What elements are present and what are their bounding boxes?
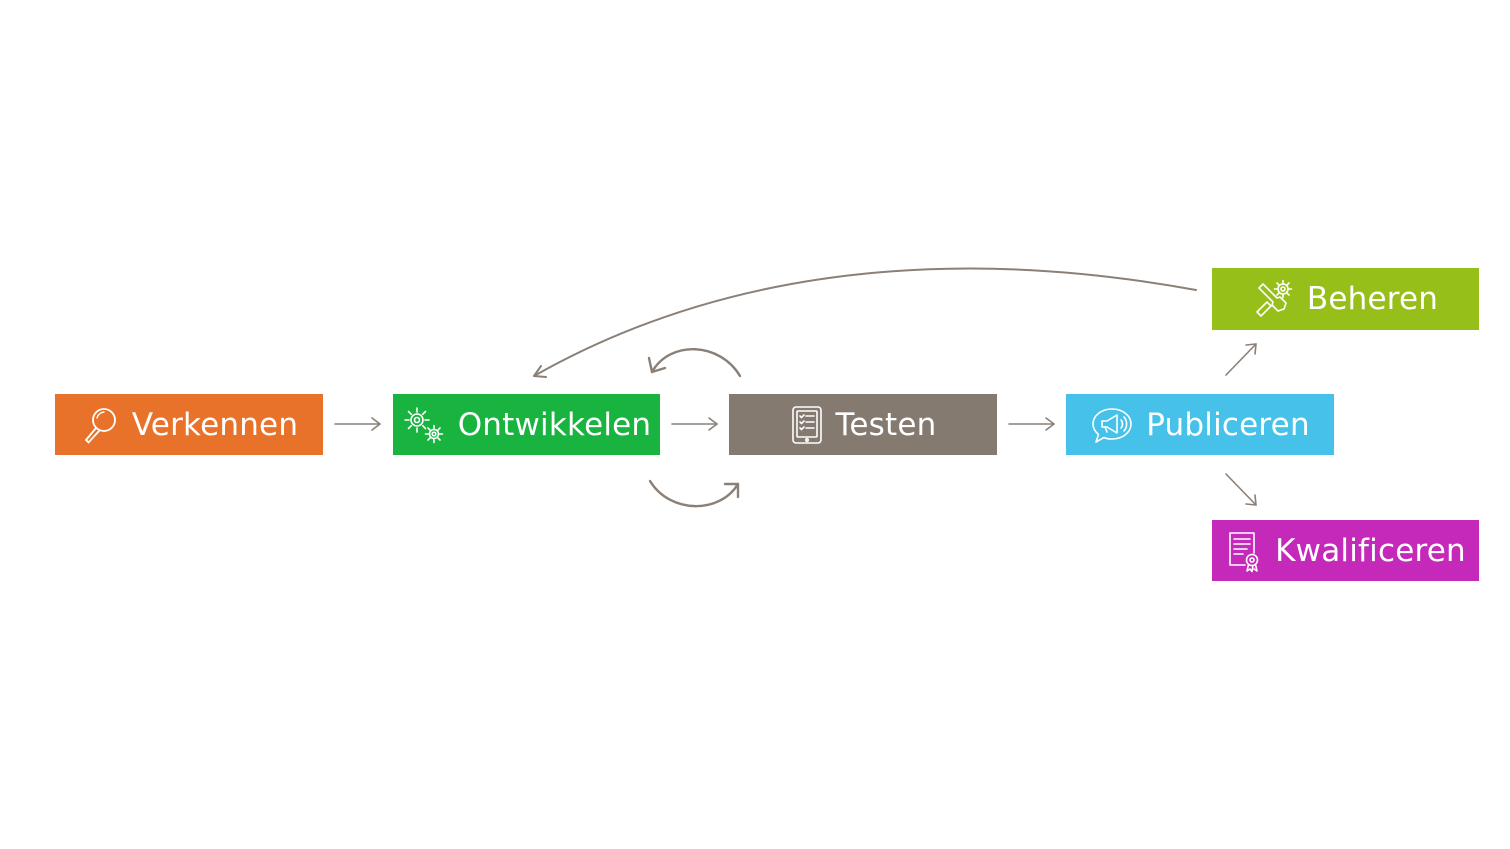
arrow-loop-testen-ontwikkelen <box>647 348 742 378</box>
megaphone-icon <box>1090 405 1134 445</box>
arrow-loop-ontwikkelen-testen <box>648 479 740 508</box>
arrow-testen-publiceren <box>1008 417 1055 431</box>
step-label: Kwalificeren <box>1275 532 1466 569</box>
step-testen: Testen <box>729 394 997 455</box>
step-verkennen: Verkennen <box>55 394 323 455</box>
arrow-beheren-ontwikkelen <box>533 267 1197 378</box>
step-beheren: Beheren <box>1212 268 1479 330</box>
step-label: Beheren <box>1306 281 1439 317</box>
arrow-ontwikkelen-testen <box>671 417 718 431</box>
tablet-checklist-icon <box>790 405 824 445</box>
arrow-verkennen-ontwikkelen <box>334 417 381 431</box>
gears-icon <box>402 405 446 445</box>
certificate-icon <box>1225 529 1263 573</box>
step-ontwikkelen: Ontwikkelen <box>393 394 660 455</box>
magnifier-icon <box>80 405 120 445</box>
step-label: Ontwikkelen <box>457 406 652 443</box>
step-publiceren: Publiceren <box>1066 394 1334 455</box>
arrow-publiceren-beheren <box>1225 343 1257 376</box>
step-label: Verkennen <box>131 406 299 443</box>
wrench-gear-icon <box>1253 278 1295 320</box>
step-label: Testen <box>835 406 937 443</box>
step-kwalificeren: Kwalificeren <box>1212 520 1479 581</box>
step-label: Publiceren <box>1146 406 1310 443</box>
arrow-publiceren-kwalificeren <box>1225 473 1257 506</box>
